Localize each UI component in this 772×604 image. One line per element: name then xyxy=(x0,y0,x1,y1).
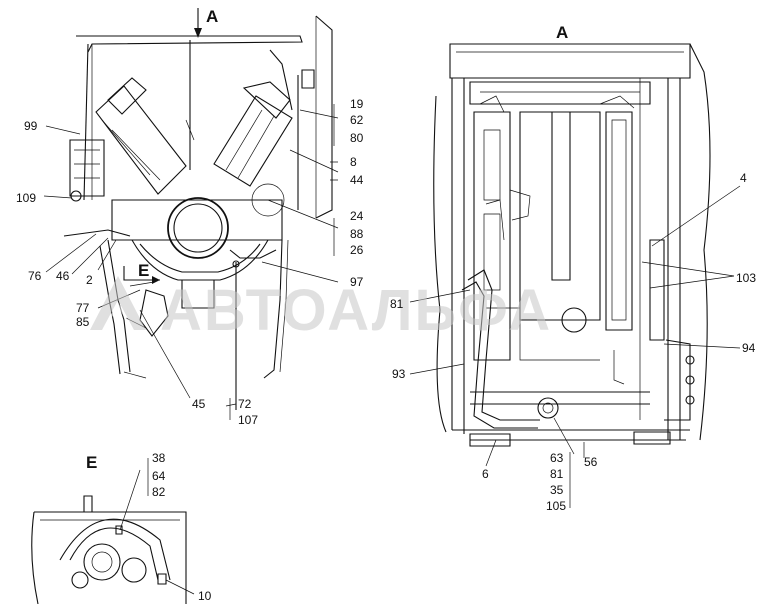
view-e-title: E xyxy=(86,453,97,472)
view-e-detail xyxy=(31,458,195,604)
view-a-title: A xyxy=(556,23,568,42)
callout-63: 63 xyxy=(550,451,564,465)
callout-10: 10 xyxy=(198,589,212,603)
callout-85: 85 xyxy=(76,315,90,329)
callout-8: 8 xyxy=(350,155,357,169)
callout-38: 38 xyxy=(152,451,166,465)
callout-93: 93 xyxy=(392,367,406,381)
view-a-arrow-letter: A xyxy=(206,7,218,26)
callout-82: 82 xyxy=(152,485,166,499)
callout-88: 88 xyxy=(350,227,364,241)
callout-103: 103 xyxy=(736,271,756,285)
callout-4: 4 xyxy=(740,171,747,185)
callout-19: 19 xyxy=(350,97,364,111)
engine-front-view xyxy=(43,8,339,420)
callout-107: 107 xyxy=(238,413,258,427)
callout-35: 35 xyxy=(550,483,564,497)
view-e-arrow-letter: E xyxy=(138,261,149,280)
view-a-frame xyxy=(409,43,741,508)
watermark: АВТОАЛЬФА xyxy=(90,276,552,343)
callout-46: 46 xyxy=(56,269,70,283)
callout-81-b: 81 xyxy=(550,467,564,481)
callout-44: 44 xyxy=(350,173,364,187)
callout-97: 97 xyxy=(350,275,364,289)
watermark-text: АВТОАЛЬФА xyxy=(160,278,552,343)
callout-56: 56 xyxy=(584,455,598,469)
callout-105: 105 xyxy=(546,499,566,513)
callout-81-a: 81 xyxy=(390,297,404,311)
callout-77: 77 xyxy=(76,301,90,315)
callout-72: 72 xyxy=(238,397,252,411)
callout-26: 26 xyxy=(350,243,364,257)
callout-109: 109 xyxy=(16,191,36,205)
callout-80: 80 xyxy=(350,131,364,145)
callout-6: 6 xyxy=(482,467,489,481)
callout-24: 24 xyxy=(350,209,364,223)
callout-99: 99 xyxy=(24,119,38,133)
callout-2: 2 xyxy=(86,273,93,287)
callout-45: 45 xyxy=(192,397,206,411)
callout-64: 64 xyxy=(152,469,166,483)
callout-76: 76 xyxy=(28,269,42,283)
callout-94: 94 xyxy=(742,341,756,355)
callout-62: 62 xyxy=(350,113,364,127)
callout-labels: 99 109 76 46 2 77 85 45 72 107 97 19 62 … xyxy=(16,97,756,603)
